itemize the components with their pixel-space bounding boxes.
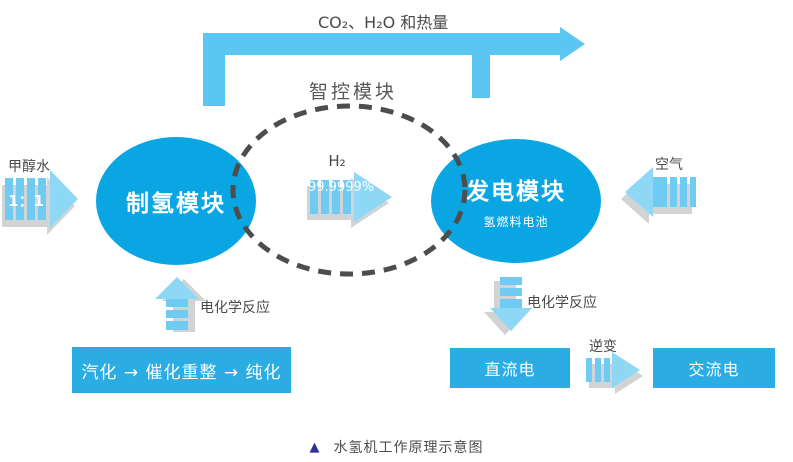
- arrow-stripe: [604, 358, 610, 382]
- methanol-ratio: 1：1: [8, 192, 44, 210]
- arrow-stripe: [5, 178, 13, 220]
- arrow-head: [354, 172, 392, 222]
- dashed-ellipse: [230, 103, 468, 277]
- methanol-arrow-icon: [2, 170, 78, 235]
- caption-triangle-icon: ▲: [309, 440, 320, 455]
- arrow-stripe: [680, 177, 687, 207]
- control-module-label: 智控模块: [309, 81, 398, 103]
- arrow-stripe: [500, 299, 522, 308]
- arrow-stripe: [595, 358, 601, 382]
- arrow-stripe: [166, 310, 188, 318]
- arrow-stripe: [166, 321, 188, 330]
- arrow-stripe: [310, 180, 318, 214]
- arrow-stripe: [321, 180, 329, 214]
- h2-formula-label: H₂: [328, 152, 346, 170]
- arrow-stripe: [500, 277, 522, 285]
- arrow-stripe: [38, 178, 46, 220]
- exhaust-pipe-arrow-icon: [203, 27, 585, 106]
- ac-power-box: 交流电: [653, 348, 775, 388]
- power-reaction-label: 电化学反应: [527, 295, 597, 311]
- h2-arrow-icon: [307, 172, 392, 228]
- reaction-up-arrow-icon: [155, 277, 206, 332]
- arrow-stripe: [653, 177, 667, 207]
- exhaust-label: CO₂、H₂O 和热量: [318, 13, 449, 32]
- arrow-stripe: [27, 178, 35, 220]
- methanol-label: 甲醇水: [8, 159, 50, 175]
- ac-power-text: 交流电: [688, 360, 740, 379]
- dc-power-text: 直流电: [484, 360, 536, 379]
- power-module-label: 发电模块: [466, 179, 566, 205]
- process-steps-text: 汽化 → 催化重整 → 纯化: [81, 362, 282, 383]
- hydrogen-reaction-label: 电化学反应: [200, 300, 270, 316]
- air-label: 空气: [655, 157, 683, 173]
- arrow-stripe: [690, 177, 696, 207]
- hydrogen-module-label: 制氢模块: [126, 191, 226, 217]
- arrow-stripe: [343, 180, 351, 214]
- exhaust-pipe-shape: [203, 27, 585, 106]
- arrow-stripe: [166, 299, 188, 307]
- control-module-ring-icon: [230, 103, 468, 277]
- reaction-down-arrow-icon: [484, 277, 532, 335]
- arrow-stripe: [500, 288, 522, 296]
- h2-purity-label: 99.9999%: [308, 180, 375, 195]
- arrow-head: [490, 308, 532, 331]
- arrow-head: [50, 170, 78, 228]
- arrow-stripe: [670, 177, 677, 207]
- caption-text: 水氢机工作原理示意图: [333, 440, 484, 456]
- inverter-arrow-icon: [586, 352, 643, 394]
- arrow-stripe: [332, 180, 340, 214]
- dc-power-box: 直流电: [450, 348, 570, 388]
- arrow-head: [155, 277, 199, 299]
- arrow-stripe: [586, 358, 592, 382]
- arrow-head: [625, 167, 653, 217]
- inverter-label: 逆变: [589, 339, 617, 355]
- air-arrow-icon: [621, 167, 696, 224]
- caption: ▲ 水氢机工作原理示意图: [0, 437, 793, 457]
- process-steps-box: 汽化 → 催化重整 → 纯化: [72, 347, 291, 393]
- arrow-head: [612, 352, 640, 388]
- arrow-stripe: [16, 178, 24, 220]
- power-module-sublabel: 氢燃料电池: [483, 215, 549, 229]
- hydrogen-module: 制氢模块: [96, 137, 256, 265]
